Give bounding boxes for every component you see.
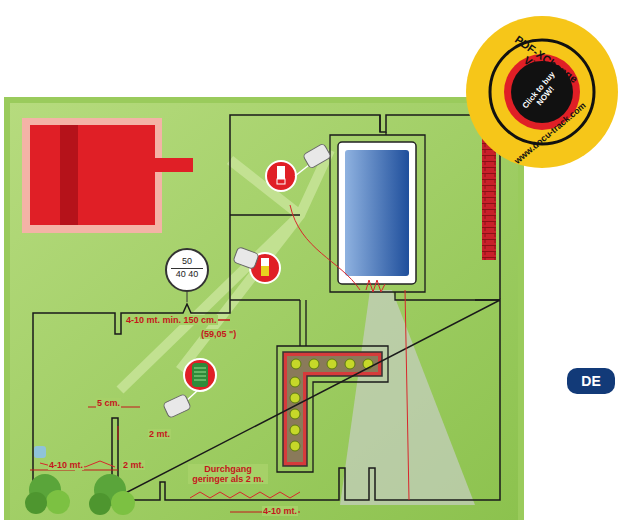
flower	[309, 359, 319, 369]
lawn-frame	[4, 97, 524, 520]
house-roof-ridge	[60, 125, 78, 225]
house	[30, 125, 155, 225]
flower	[345, 359, 355, 369]
dimension-label: 4-10 mt.	[262, 506, 298, 516]
node-text: DE	[567, 368, 615, 394]
dimension-label: 2 mt.	[122, 460, 145, 470]
wire-spool-icon	[184, 359, 216, 391]
power-cable	[290, 205, 409, 500]
flower	[290, 441, 300, 451]
flower	[290, 425, 300, 435]
dimension-label: 4-10 mt. min. 150 cm.	[125, 315, 218, 325]
flowerbed-wire	[277, 300, 388, 472]
battery-empty-icon	[266, 161, 296, 191]
flower	[291, 359, 301, 369]
dimension-label: 4-10 mt.	[48, 460, 84, 470]
dimension-label: 2 mt.	[148, 429, 171, 439]
flower	[327, 359, 337, 369]
cable-zigzag	[40, 461, 300, 498]
node-text: 40 40	[171, 268, 203, 279]
pool	[345, 150, 409, 276]
house-shadow	[22, 118, 162, 233]
language-badge: DE	[567, 368, 615, 394]
dimension-line	[30, 320, 300, 512]
island-wire	[230, 115, 500, 300]
watermark-seal	[466, 16, 618, 168]
flowers	[290, 359, 373, 451]
flower	[290, 409, 300, 419]
leader-line	[187, 292, 188, 302]
lamp	[34, 446, 46, 458]
dimension-label: 5 cm.	[96, 398, 121, 408]
robot-mower	[303, 143, 332, 169]
flower	[290, 377, 300, 387]
language-badge	[567, 368, 615, 394]
gauge-dial: 50 40 40	[165, 248, 209, 292]
watermark: PDF-XChange ViewerClick to buy NOW!www.d…	[466, 16, 618, 168]
dimension-label: (59,05 ")	[200, 329, 237, 339]
flower-bed-soil	[287, 356, 378, 462]
node-text: 50	[167, 256, 207, 266]
dimension-label: Durchgang geringer als 2 m.	[188, 464, 268, 484]
boundary-wire	[33, 115, 500, 500]
house-annex	[155, 158, 193, 172]
robot-mower	[163, 394, 192, 419]
lawn	[10, 103, 518, 520]
pool-border	[338, 142, 416, 284]
robot-mower	[233, 247, 259, 270]
flower	[290, 393, 300, 403]
